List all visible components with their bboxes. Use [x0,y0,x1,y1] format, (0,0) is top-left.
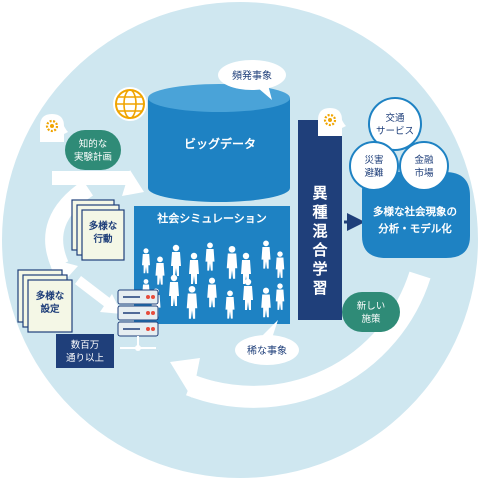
heterogeneous-learning-char: 合 [311,241,328,259]
rare-events-bubble [235,320,299,365]
big-data-cylinder [148,84,290,202]
person-silhouette [275,283,285,310]
person-silhouette [142,248,150,274]
transport-line-2: サービス [376,126,414,137]
person-silhouette [275,251,285,278]
person-silhouette [261,240,271,269]
diverse-settings-docs [17,269,73,333]
thinking-head-icon [40,114,68,142]
person-silhouette [261,287,271,318]
person-silhouette [186,285,198,319]
heterogeneous-learning-char: 混 [312,222,327,240]
heterogeneous-learning-box [298,120,342,320]
millions-line-2: 通り以上 [66,353,105,364]
new-policy-line-2: 施策 [361,313,381,325]
frequent-events-label: 頻発事象 [232,69,272,82]
intelligent-plan-line-1: 知的な [79,138,108,150]
analysis-blob [362,172,470,258]
new-policy-box [342,292,400,332]
person-silhouette [171,244,181,276]
person-silhouette [189,252,199,284]
person-silhouette [207,277,217,308]
financial-line-1: 金融 [414,154,434,166]
intelligent-plan-box [65,130,121,170]
financial-line-2: 市場 [414,167,434,179]
heterogeneous-learning-char: 学 [312,260,327,278]
new-policy-line-1: 新しい [357,300,386,312]
heterogeneous-learning-char: 種 [312,203,327,221]
transport-line-1: 交通 [385,112,405,124]
disaster-line-1: 災害 [364,154,383,166]
diverse-settings-line-1: 多様な [36,290,65,302]
person-silhouette [155,256,165,285]
person-silhouette [169,274,179,306]
frequent-events-bubble [218,60,286,100]
rare-events-label: 稀な事象 [247,344,287,357]
social-simulation-label: 社会シミュレーション [156,211,267,225]
heterogeneous-learning-char: 異 [312,184,327,202]
heterogeneous-learning-char: 習 [312,279,327,297]
millions-box [56,334,114,368]
diverse-behavior-line-2: 行動 [92,233,113,245]
millions-line-1: 数百万 [71,339,100,351]
diverse-behavior-line-1: 多様な [89,220,118,232]
person-silhouette [225,290,235,319]
thinking-head-icon-right [318,108,346,136]
diverse-behavior-docs [71,199,125,261]
financial-market-circle [399,141,449,191]
diverse-settings-line-2: 設定 [40,303,60,315]
analysis-line-2: 分析・モデル化 [378,222,452,235]
person-silhouette [241,252,251,284]
person-silhouette [205,242,215,271]
server-icon [117,289,159,351]
analysis-line-1: 多様な社会現象の [373,205,457,218]
person-silhouette [243,278,253,310]
transport-service-circle [368,97,422,151]
disaster-line-2: 避難 [364,167,384,179]
cycle-arrows [45,170,431,408]
intelligent-plan-line-2: 実験計画 [74,151,112,163]
person-silhouette [226,245,238,279]
disaster-evacuation-circle [349,141,399,191]
globe-icon [113,87,147,121]
big-data-label: ビッグデータ [184,136,256,151]
